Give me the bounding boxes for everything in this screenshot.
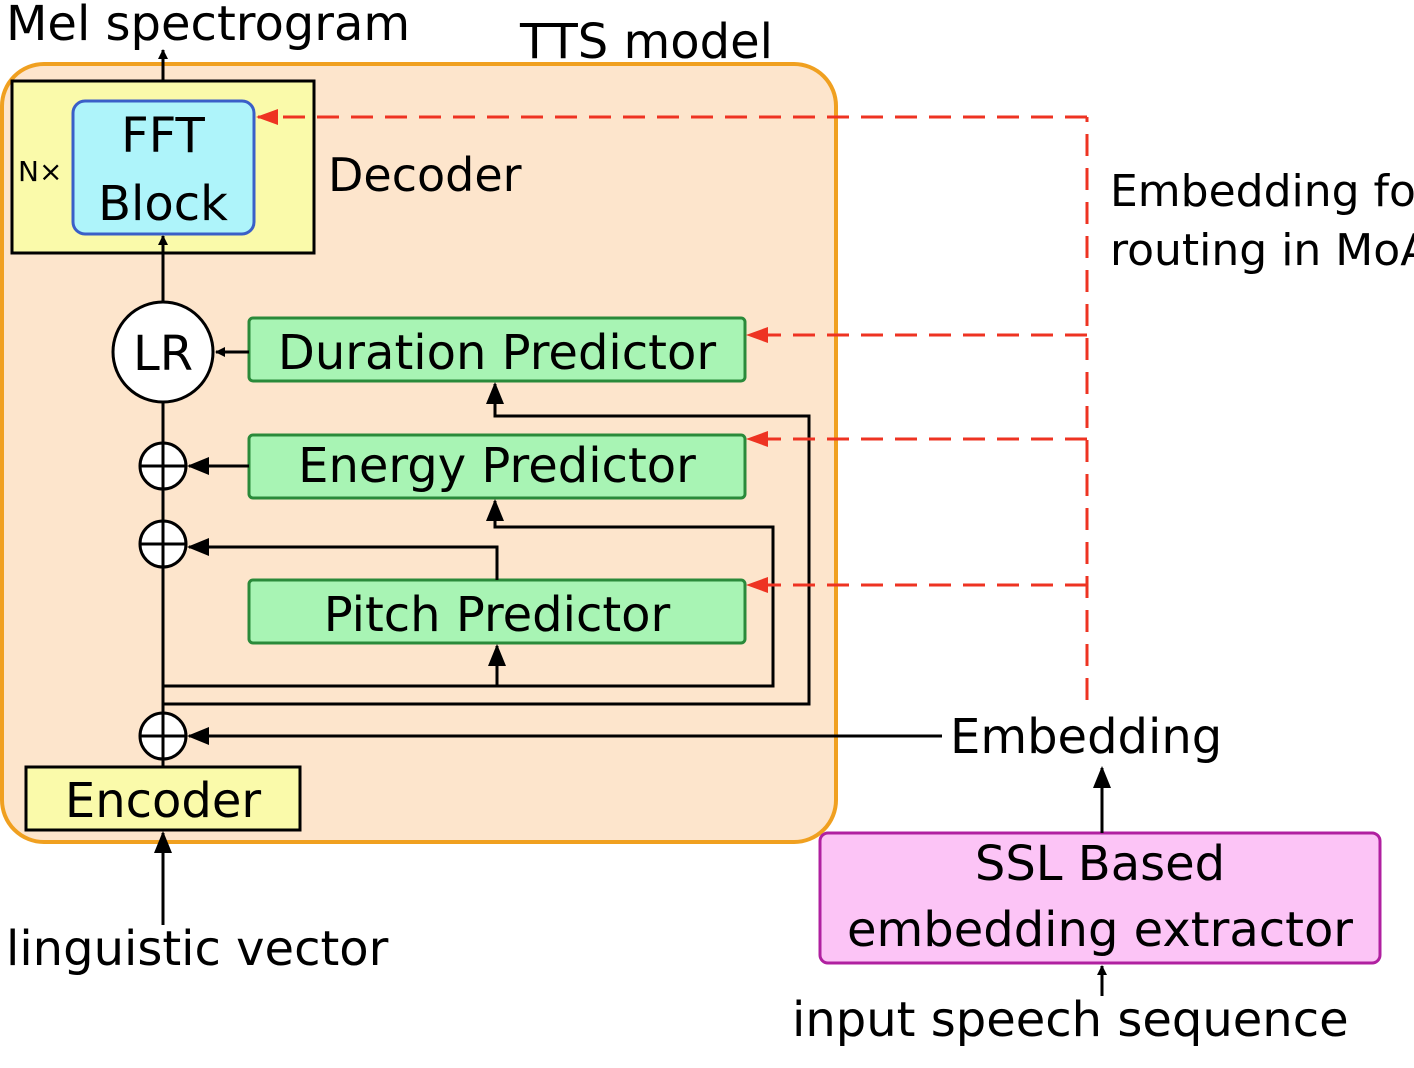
decoder-label: Decoder [328, 148, 522, 202]
duration-predictor-box [247, 316, 747, 383]
encoder-label: Encoder [65, 773, 262, 829]
routing-dashed-lines [256, 109, 1089, 700]
sum-node-energy [138, 441, 188, 491]
sum-node-pitch [138, 519, 188, 569]
fft-block-label-line1: FFT [121, 108, 205, 164]
embedding-routing-label-line1: Embedding for [1110, 166, 1414, 217]
mel-spectrogram-label: Mel spectrogram [6, 0, 410, 52]
input-speech-sequence-label: input speech sequence [792, 992, 1349, 1048]
arrow-pitch-to-sum [187, 538, 499, 580]
feed-to-energy [163, 499, 775, 688]
embedding-label: Embedding [950, 709, 1222, 765]
fft-block-label-line2: Block [98, 176, 228, 232]
length-regulator-circle [111, 300, 215, 404]
n-times-label: N× [18, 155, 62, 188]
ssl-extractor-box [818, 831, 1382, 965]
ssl-extractor-label-line1: SSL Based [975, 836, 1225, 892]
tts-model-label: TTS model [519, 14, 773, 70]
ssl-extractor-label-line2: embedding extractor [847, 902, 1353, 958]
feed-to-duration [163, 382, 811, 706]
linguistic-vector-label: linguistic vector [6, 921, 389, 977]
duration-predictor-label: Duration Predictor [278, 325, 716, 381]
embedding-routing-label-line2: routing in MoA [1110, 225, 1414, 276]
encoder-box [24, 765, 302, 832]
energy-predictor-label: Energy Predictor [298, 438, 696, 494]
length-regulator-label: LR [133, 326, 193, 382]
fft-block [71, 99, 256, 236]
pitch-predictor-label: Pitch Predictor [324, 587, 671, 643]
sum-node-embedding [138, 711, 188, 761]
